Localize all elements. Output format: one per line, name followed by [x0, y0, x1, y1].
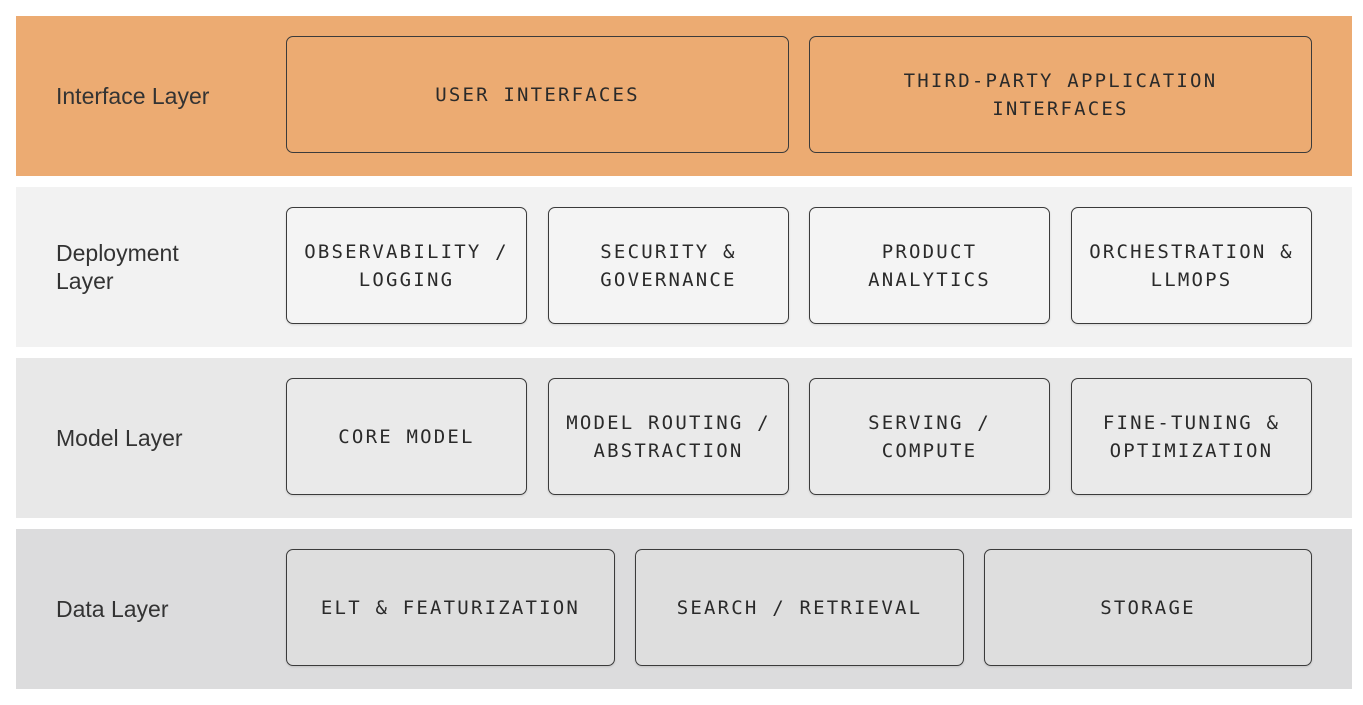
model-routing-abstraction-box: MODEL ROUTING / ABSTRACTION: [548, 378, 789, 495]
interface-layer: Interface Layer USER INTERFACES THIRD-PA…: [16, 16, 1352, 176]
observability-logging-box: OBSERVABILITY / LOGGING: [286, 207, 527, 324]
fine-tuning-optimization-box: FINE-TUNING & OPTIMIZATION: [1071, 378, 1312, 495]
orchestration-llmops-box: ORCHESTRATION & LLMOPS: [1071, 207, 1312, 324]
data-layer-label: Data Layer: [56, 596, 169, 622]
search-retrieval-box: SEARCH / RETRIEVAL: [635, 549, 964, 666]
interface-layer-label: Interface Layer: [56, 83, 210, 109]
elt-featurization-box: ELT & FEATURIZATION: [286, 549, 615, 666]
product-analytics-box: PRODUCT ANALYTICS: [809, 207, 1050, 324]
user-interfaces-box: USER INTERFACES: [286, 36, 789, 153]
core-model-box: CORE MODEL: [286, 378, 527, 495]
model-layer: Model Layer CORE MODEL MODEL ROUTING / A…: [16, 358, 1352, 518]
data-layer: Data Layer ELT & FEATURIZATION SEARCH / …: [16, 529, 1352, 689]
model-layer-label: Model Layer: [56, 425, 183, 451]
third-party-application-interfaces-box: THIRD-PARTY APPLICATION INTERFACES: [809, 36, 1312, 153]
serving-compute-box: SERVING / COMPUTE: [809, 378, 1050, 495]
deployment-layer: Deployment Layer OBSERVABILITY / LOGGING…: [16, 187, 1352, 347]
security-governance-box: SECURITY & GOVERNANCE: [548, 207, 789, 324]
deployment-layer-label: Deployment Layer: [56, 240, 179, 294]
storage-box: STORAGE: [984, 549, 1312, 666]
